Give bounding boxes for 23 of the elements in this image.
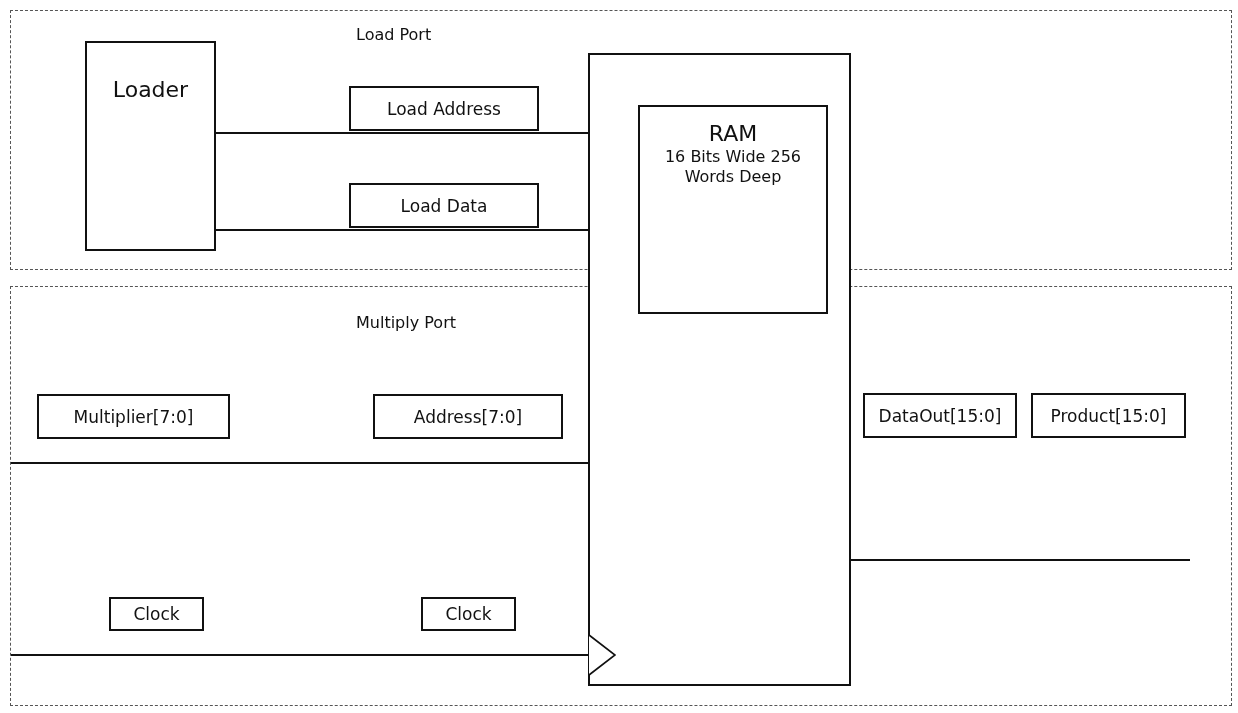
ram-box	[638, 105, 828, 314]
memory-block	[588, 53, 851, 686]
signal-label: Address[7:0]	[373, 394, 563, 439]
signal-label: Load Address	[349, 86, 539, 131]
port-region	[10, 10, 1232, 270]
signal-line	[214, 132, 590, 134]
signal-line	[10, 462, 590, 464]
signal-label: Clock	[109, 597, 204, 631]
ram-title: RAM	[708, 121, 758, 147]
signal-label: Multiplier[7:0]	[37, 394, 230, 439]
loader-block	[85, 41, 216, 251]
signal-line	[214, 229, 590, 231]
ram-spec: 16 Bits Wide 256 Words Deep	[663, 147, 803, 187]
region-title: Multiply Port	[356, 313, 456, 332]
block-title: Loader	[111, 77, 190, 102]
signal-label: Product[15:0]	[1031, 393, 1186, 438]
signal-label: Clock	[421, 597, 516, 631]
signal-line	[849, 559, 1191, 561]
signal-label: DataOut[15:0]	[863, 393, 1017, 438]
signal-label: Load Data	[349, 183, 539, 228]
port-region	[10, 286, 1232, 706]
region-title: Load Port	[356, 25, 432, 44]
clock-arrow	[10, 634, 616, 676]
